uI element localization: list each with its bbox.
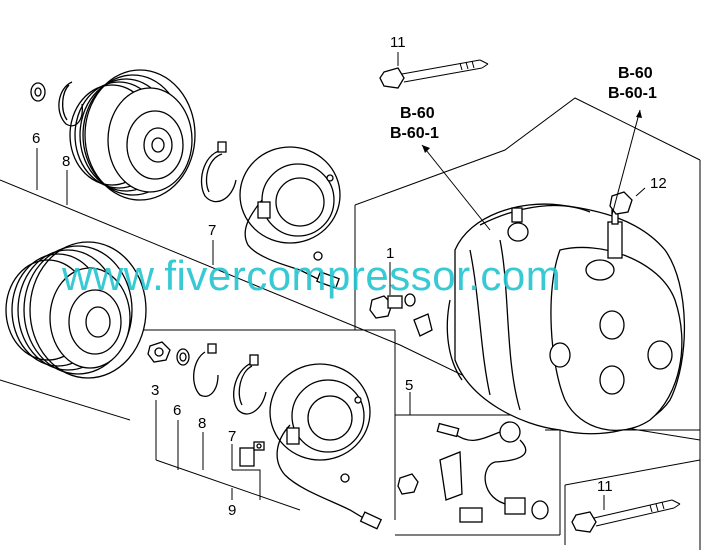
callout-7-top: 7 — [208, 222, 216, 239]
ref-label-right-a: B-60 — [618, 65, 653, 82]
callout-6-top: 6 — [32, 130, 40, 147]
watermark-text: www.fivercompressor.com — [61, 252, 561, 299]
ref-label-right-b: B-60-1 — [608, 85, 657, 102]
callout-7-bottom: 7 — [228, 428, 236, 445]
ref-label-right: B-60 B-60-1 — [608, 65, 657, 102]
nut-3 — [147, 341, 171, 363]
field-coil-top — [239, 146, 341, 289]
pulley-bottom — [5, 241, 147, 379]
pulley-top — [69, 69, 196, 201]
washer-6-top — [30, 82, 46, 102]
field-coil-bottom — [269, 363, 383, 530]
snap-ring-7-bottom — [233, 354, 267, 415]
callout-12: 12 — [650, 175, 667, 192]
snap-ring-8-top — [58, 81, 83, 127]
callout-3: 3 — [151, 382, 159, 399]
compressor-body — [446, 191, 686, 435]
callout-11-top: 11 — [390, 34, 406, 51]
snap-ring-8-bottom — [193, 343, 219, 397]
bolt-11-bottom — [571, 499, 681, 533]
ref-label-left: B-60 B-60-1 — [390, 105, 439, 142]
callout-numbers: 11 12 1 5 11 6 8 7 3 6 8 7 9 — [32, 34, 667, 519]
callout-11-bottom: 11 — [597, 478, 613, 495]
callout-9: 9 — [228, 502, 236, 519]
sensor-9 — [239, 441, 265, 467]
ref-label-left-a: B-60 — [400, 105, 435, 122]
callout-8-bottom: 8 — [198, 415, 206, 432]
ref-label-left-b: B-60-1 — [390, 125, 439, 142]
washer-6-bottom — [176, 348, 190, 366]
callout-8-top: 8 — [62, 153, 70, 170]
pressure-switch-assembly-5 — [397, 421, 549, 523]
callout-1: 1 — [386, 245, 394, 262]
callout-6-bottom: 6 — [173, 402, 181, 419]
relief-valve-1 — [369, 293, 433, 337]
bolt-11-top — [379, 59, 489, 89]
snap-ring-7-top — [200, 141, 237, 203]
leader-lines — [36, 52, 646, 511]
callout-5: 5 — [405, 377, 413, 394]
